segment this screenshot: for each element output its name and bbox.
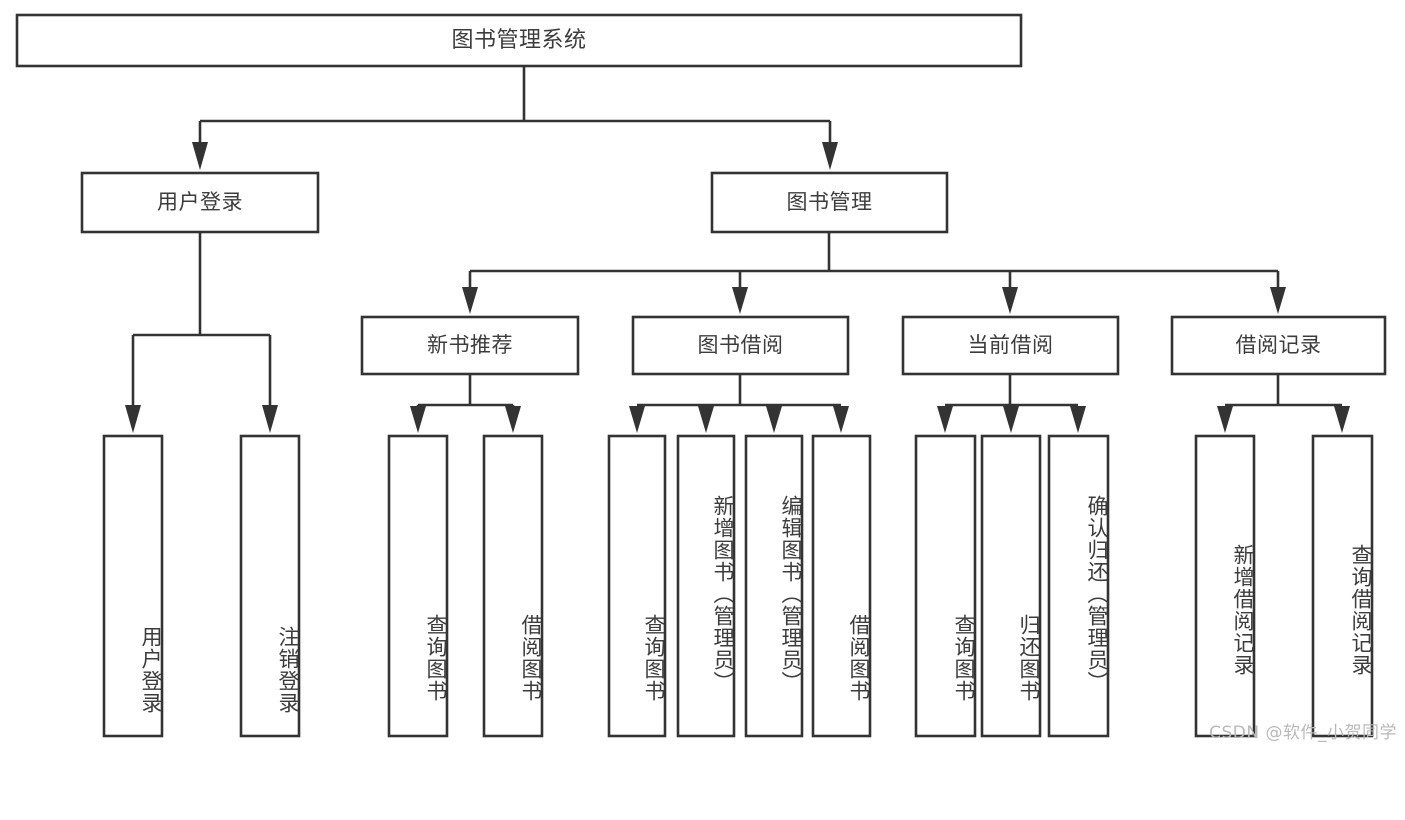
node-box-leaf-user-login-0[interactable] <box>102 434 164 738</box>
node-box-leaf-book-borrow-0[interactable] <box>607 434 667 738</box>
node-box-leaf-borrow-record-0[interactable] <box>1194 434 1256 738</box>
node-box-leaf-current-borrow-0[interactable] <box>914 434 977 738</box>
node-box-leaf-book-borrow-1[interactable] <box>676 434 736 738</box>
node-box-leaf-current-borrow-1[interactable] <box>980 434 1042 738</box>
node-box-new-book-recommend[interactable] <box>360 315 580 376</box>
node-box-leaf-user-login-1[interactable] <box>239 434 301 738</box>
connector-borrow-record-to-leaves <box>1217 374 1350 433</box>
connector-book-borrow-to-leaves <box>629 374 849 433</box>
connector-root-to-level2 <box>192 66 838 170</box>
connector-current-borrow-to-leaves <box>937 374 1086 433</box>
connector-new-book-to-leaves <box>410 374 521 433</box>
node-box-book-borrow[interactable] <box>631 315 850 376</box>
node-box-leaf-book-borrow-2[interactable] <box>744 434 804 738</box>
node-box-root[interactable] <box>15 13 1023 68</box>
node-box-current-borrow[interactable] <box>901 315 1120 376</box>
diagram-svg <box>15 13 1387 738</box>
connector-user-login-to-leaves <box>125 232 278 433</box>
node-box-leaf-current-borrow-2[interactable] <box>1047 434 1110 738</box>
node-box-leaf-new-book-1[interactable] <box>482 434 544 738</box>
diagram-canvas: 图书管理系统 用户登录 图书管理 新书推荐 图书借阅 当前借阅 借阅记录 用户登… <box>15 13 1397 743</box>
node-box-leaf-borrow-record-1[interactable] <box>1311 434 1374 738</box>
node-box-leaf-book-borrow-3[interactable] <box>811 434 872 738</box>
node-box-borrow-record[interactable] <box>1170 315 1387 376</box>
node-box-user-login[interactable] <box>80 171 320 234</box>
node-box-book-management[interactable] <box>710 171 949 234</box>
node-box-leaf-new-book-0[interactable] <box>387 434 449 738</box>
connector-book-management-to-level3 <box>462 232 1286 314</box>
